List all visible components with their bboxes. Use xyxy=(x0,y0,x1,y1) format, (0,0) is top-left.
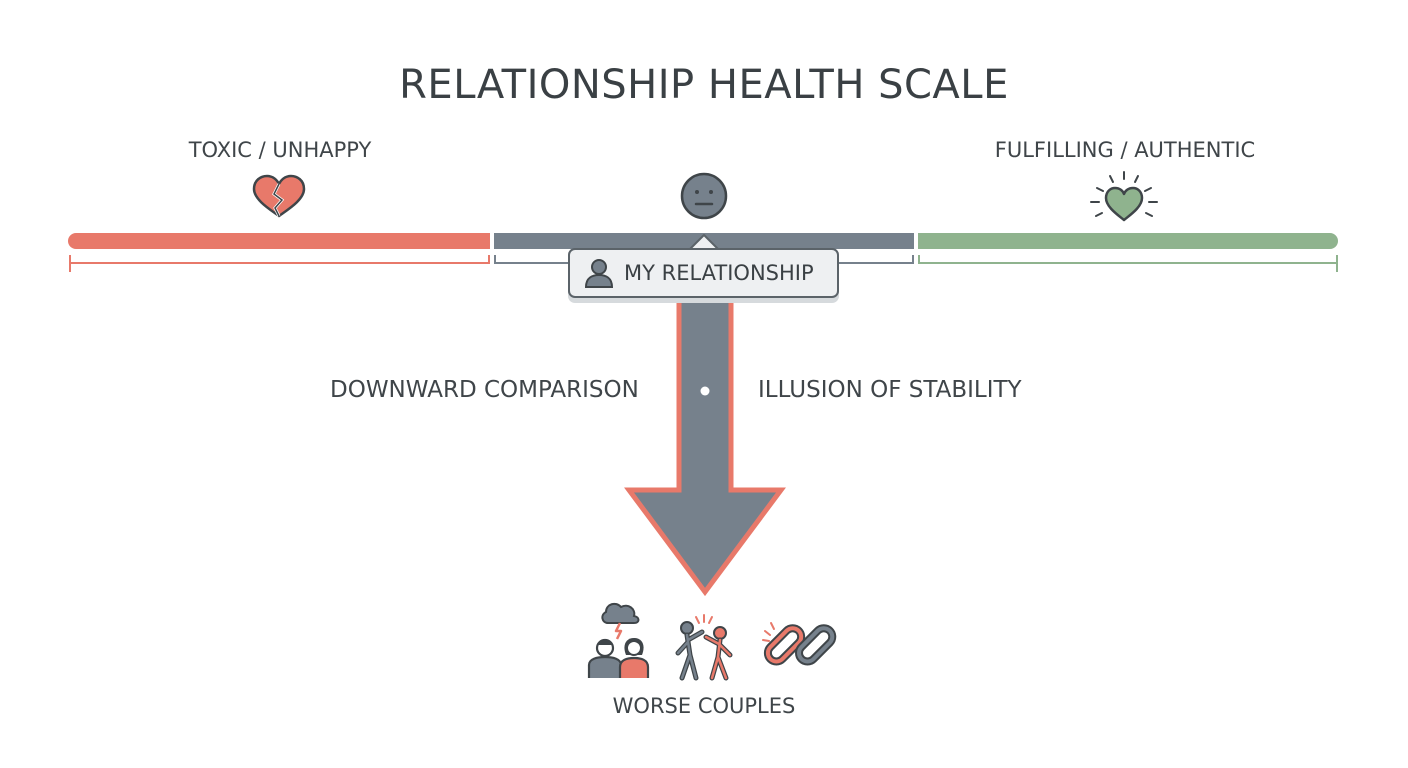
neutral-face-icon xyxy=(680,172,728,220)
person-icon xyxy=(584,259,614,288)
marker-label: MY RELATIONSHIP xyxy=(624,261,814,285)
arguing-couple-icon xyxy=(587,602,650,678)
toxic-label: TOXIC / UNHAPPY xyxy=(188,138,372,162)
arrow-center-dot xyxy=(700,386,710,396)
my-relationship-marker: MY RELATIONSHIP xyxy=(568,248,839,298)
downward-arrow xyxy=(624,297,786,597)
diagram-title: RELATIONSHIP HEALTH SCALE xyxy=(399,62,1009,108)
fighting-people-icon xyxy=(675,614,733,681)
downward-comparison-label: DOWNWARD COMPARISON xyxy=(330,377,639,403)
scale-segment-fulfilling xyxy=(918,233,1338,249)
fulfilling-label: FULFILLING / AUTHENTIC xyxy=(994,138,1256,162)
worse-couples-label: WORSE COUPLES xyxy=(612,694,796,718)
broken-heart-icon xyxy=(252,174,306,218)
health-scale-bar xyxy=(68,233,1338,249)
broken-chain-icon xyxy=(762,622,837,666)
scale-segment-toxic xyxy=(68,233,490,249)
glowing-heart-icon xyxy=(1090,171,1158,222)
illusion-of-stability-label: ILLUSION OF STABILITY xyxy=(758,377,1022,403)
